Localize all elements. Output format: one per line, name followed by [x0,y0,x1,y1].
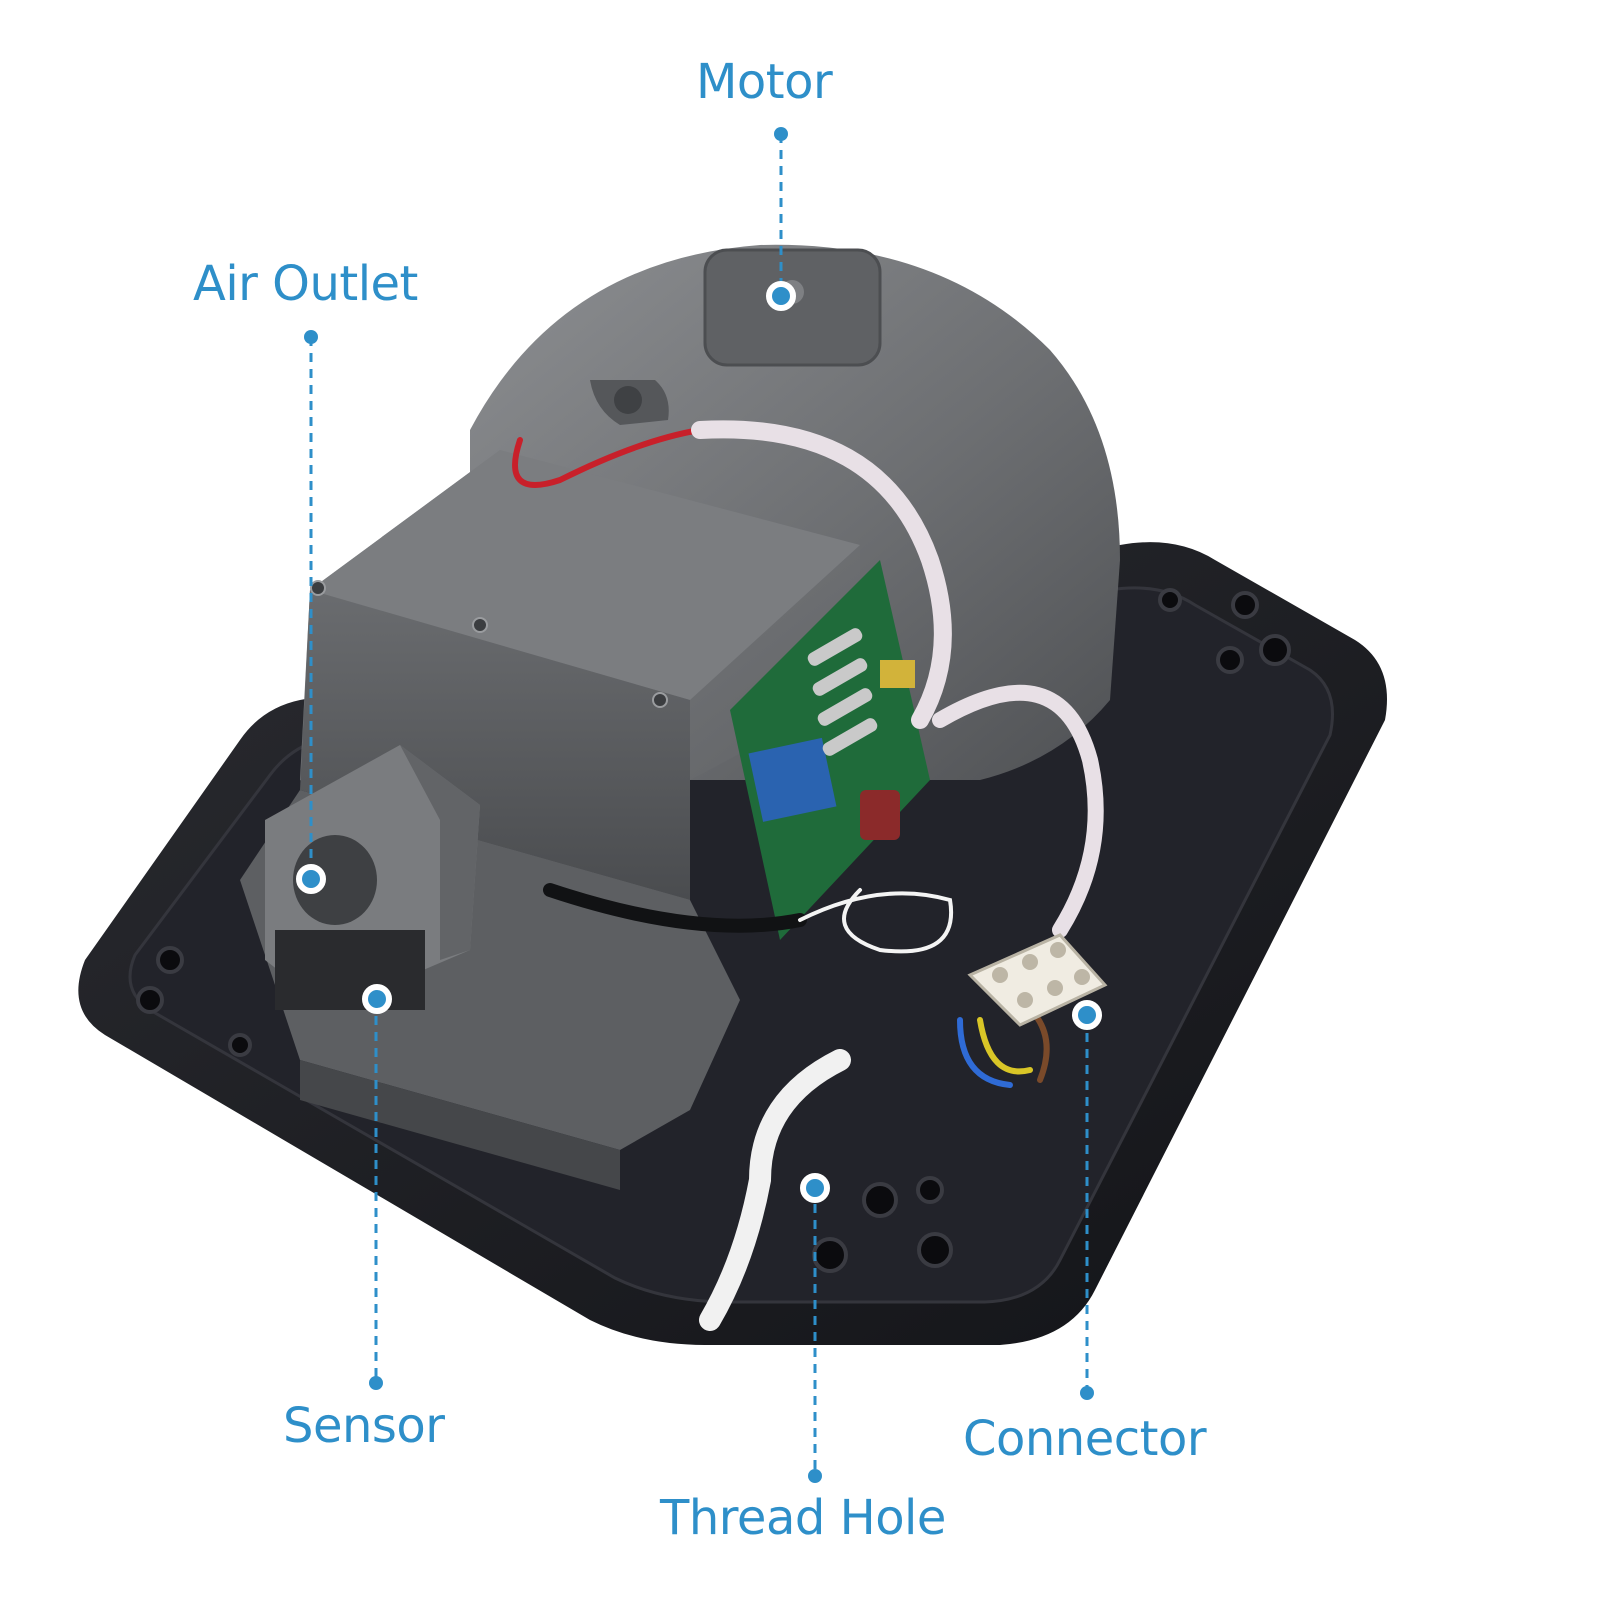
callout-leaders [309,134,1089,1476]
air-outlet-target-marker [296,864,326,894]
callout-target-markers [296,281,1102,1203]
terminal-block [967,933,1108,1027]
connector-bottom-dot [1080,1386,1094,1400]
connector-target-marker [1072,1000,1102,1030]
motor-label: Motor [696,54,833,110]
air-outlet-top-dot [304,330,318,344]
circuit-board [730,560,930,940]
wiring [512,420,1104,1331]
callout-end-dots [304,127,1094,1483]
thread-hole-label: Thread Hole [660,1490,946,1546]
sensor-target-marker [362,984,392,1014]
thread-hole-target-marker [800,1173,830,1203]
thread-hole-bottom-dot [808,1469,822,1483]
sensor-bottom-dot [369,1376,383,1390]
sensor-label: Sensor [283,1398,445,1454]
connector-label: Connector [963,1411,1207,1467]
air-outlet-nozzle [265,745,480,1010]
mounting-holes [136,588,1291,1273]
motor-top-dot [774,127,788,141]
motor-target-marker [766,281,796,311]
air-outlet-label: Air Outlet [193,256,418,312]
